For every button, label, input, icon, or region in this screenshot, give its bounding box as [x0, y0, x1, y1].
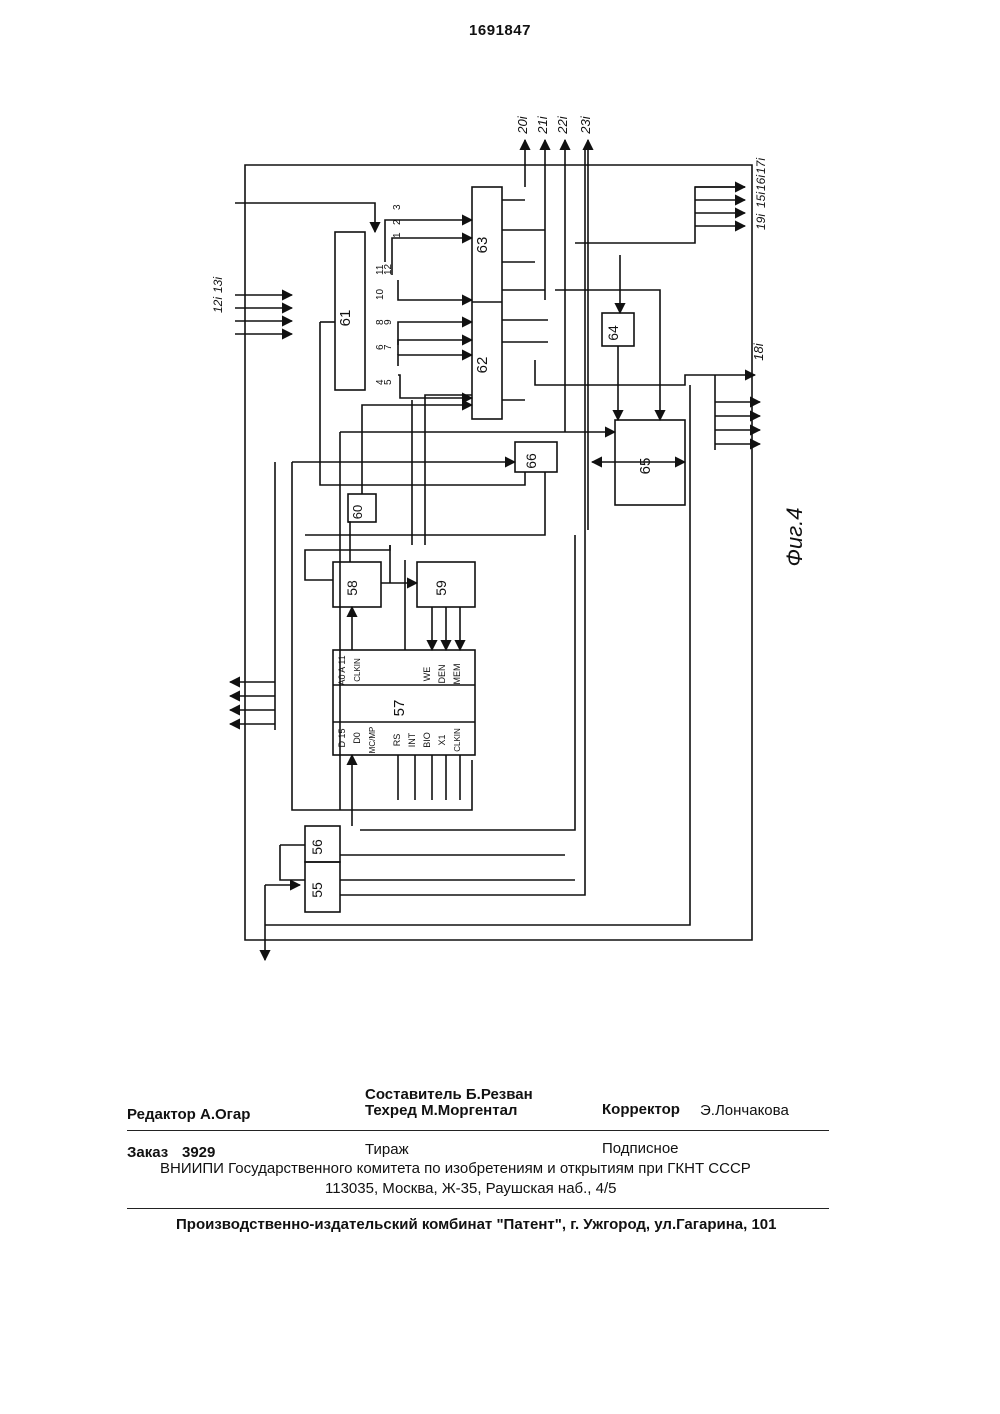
block-label-56: 56	[309, 839, 325, 855]
pin-label-mem: MEM	[452, 664, 462, 685]
plant-line: Производственно-издательский комбинат "П…	[176, 1216, 777, 1233]
block-label-63: 63	[474, 237, 491, 254]
output-label-18: 18i	[751, 342, 766, 360]
circulation-label: Тираж	[365, 1141, 409, 1158]
input-label-12: 12i	[211, 297, 225, 313]
pin-label-we: WE	[422, 667, 432, 682]
circuit-diagram: Фиг.4 61 63 62 64 65 66 60 58 59 57 56 5…	[0, 0, 1000, 1060]
output-label-23: 23i	[578, 115, 593, 134]
wire-number: 12	[383, 263, 394, 275]
frame-wire	[245, 165, 752, 940]
wire-number: 1	[392, 232, 403, 238]
output-label-20: 20i	[515, 115, 530, 134]
corrector-name: Э.Лончакова	[700, 1102, 789, 1119]
output-label-17: 17i	[754, 158, 768, 174]
pin-label-d15: D 15	[337, 728, 347, 747]
wire-number: 3	[392, 204, 403, 210]
editor-line: Редактор А.Огар	[127, 1106, 250, 1123]
block-label-62: 62	[474, 357, 491, 374]
divider-bottom	[127, 1208, 829, 1209]
block-label-57: 57	[391, 700, 408, 717]
pin-label-x1: X1	[437, 734, 447, 745]
pin-label-d0: D0	[352, 732, 362, 744]
block-label-61: 61	[337, 310, 354, 327]
pin-label-clkin: CLKIN	[353, 658, 362, 682]
output-label-15: 15i	[754, 192, 768, 208]
block-62-63	[472, 187, 502, 419]
block-label-58: 58	[344, 580, 360, 596]
block-label-65: 65	[637, 458, 654, 475]
wire-number: 10	[375, 288, 386, 300]
block-label-64: 64	[605, 325, 621, 341]
address-line: 113035, Москва, Ж-35, Раушская наб., 4/5	[325, 1180, 617, 1197]
corrector-label: Корректор	[602, 1101, 680, 1118]
divider-top	[127, 1130, 829, 1131]
pin-label-rs: RS	[392, 734, 402, 747]
subscription-label: Подписное	[602, 1140, 679, 1157]
pin-label-bio: BIO	[422, 732, 432, 748]
vniipi-line: ВНИИПИ Государственного комитета по изоб…	[160, 1160, 751, 1177]
pin-label-int: INT	[407, 732, 417, 747]
block-label-60: 60	[350, 505, 365, 519]
block-label-59: 59	[433, 580, 449, 596]
output-label-21: 21i	[535, 115, 550, 134]
pin-label-a11: A 11	[337, 655, 347, 672]
block-label-55: 55	[309, 882, 325, 898]
output-label-19: 19i	[754, 214, 768, 230]
wire-number: 5	[383, 379, 394, 385]
wire-number: 7	[383, 344, 394, 350]
output-label-22: 22i	[555, 115, 570, 134]
figure-caption: Фиг.4	[782, 508, 807, 567]
order-label: Заказ	[127, 1144, 168, 1161]
pin-label-den: DEN	[437, 664, 447, 683]
pin-label-a0: A0	[337, 674, 347, 685]
block-label-66: 66	[523, 453, 539, 469]
input-label-13: 13i	[211, 277, 225, 293]
order-number: 3929	[182, 1144, 215, 1161]
wire-number: 9	[383, 319, 394, 325]
output-label-16: 16i	[754, 175, 768, 191]
pin-label-clkin-2: CLKIN	[453, 728, 462, 752]
wire-number: 2	[392, 219, 403, 225]
pin-label-mcmp: MC/MP	[368, 727, 377, 754]
compiler-line: Составитель Б.Резван	[365, 1086, 533, 1103]
techred-line: Техред М.Моргентал	[365, 1102, 517, 1119]
